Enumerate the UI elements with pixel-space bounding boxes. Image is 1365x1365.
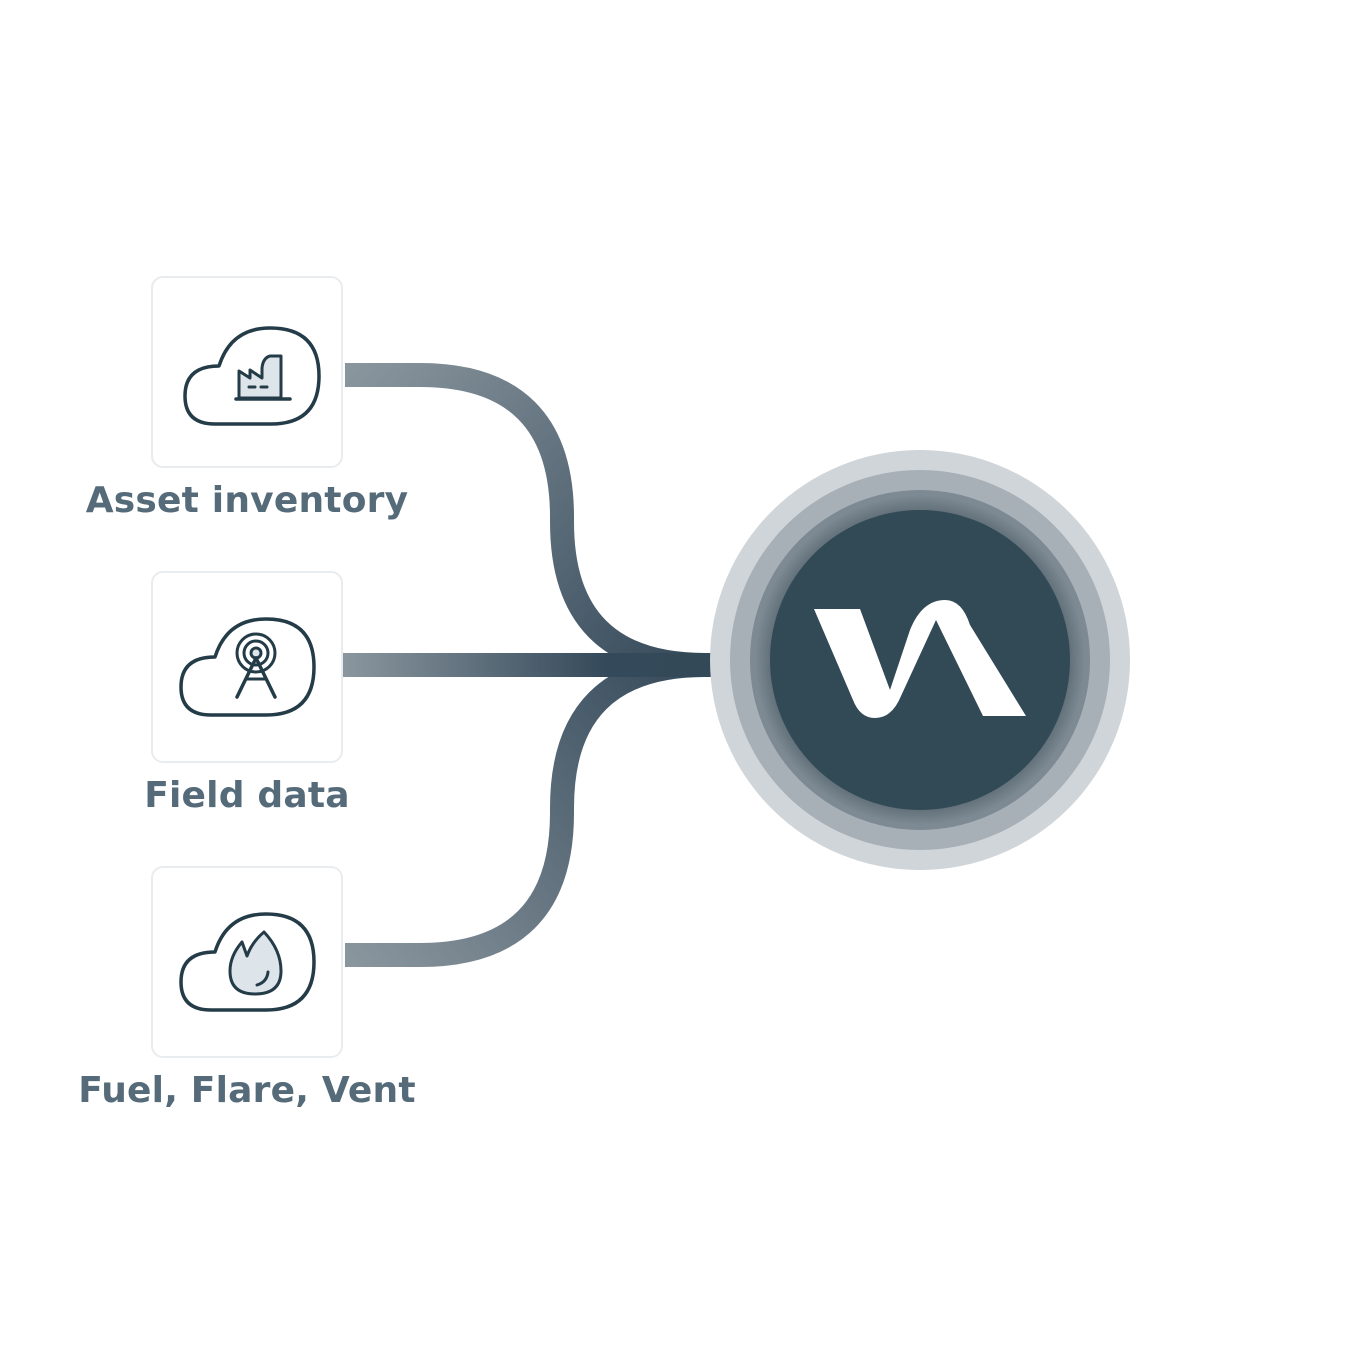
cloud-factory-icon: [183, 326, 321, 426]
source-label-field-data: Field data: [144, 775, 350, 816]
cloud-flame-icon: [179, 912, 316, 1012]
cloud-antenna-tower-icon: [179, 617, 316, 717]
source-tile-fuel-flare-vent: [151, 866, 343, 1058]
source-label-fuel-flare-vent: Fuel, Flare, Vent: [78, 1070, 416, 1111]
source-label-asset-inventory: Asset inventory: [85, 480, 409, 521]
brand-logo-icon: [814, 600, 1026, 718]
source-tile-asset-inventory: [151, 276, 343, 468]
source-tile-field-data: [151, 571, 343, 763]
hub-core: [770, 510, 1070, 810]
